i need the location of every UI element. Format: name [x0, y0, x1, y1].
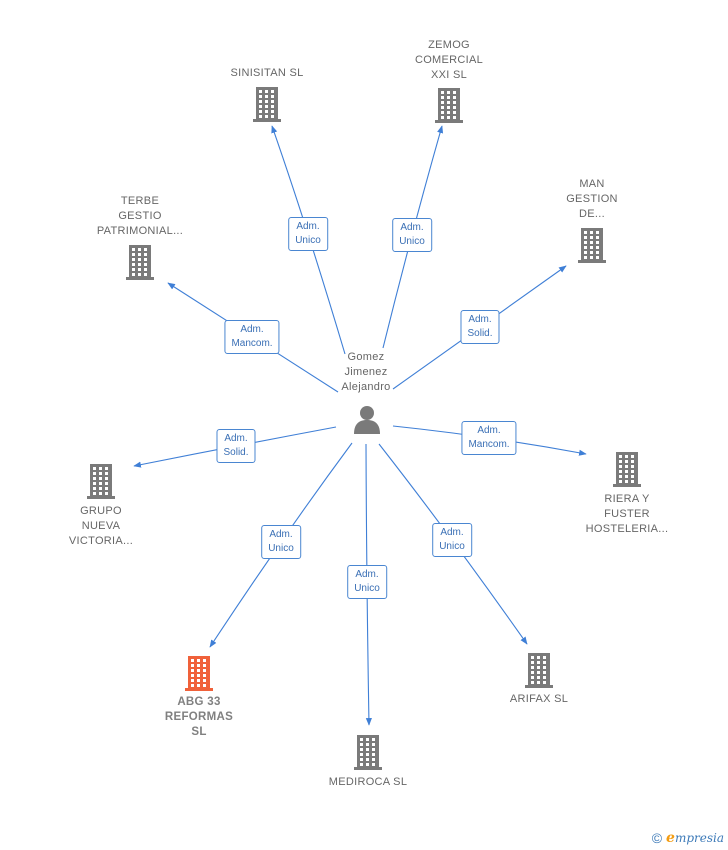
relation-badge-line: Unico [295, 235, 321, 246]
relation-badge-mediroca[interactable]: Adm. Unico [347, 565, 387, 599]
company-label-line: PATRIMONIAL... [96, 225, 184, 237]
relation-badge-riera[interactable]: Adm. Mancom. [461, 421, 517, 455]
company-label-zemog[interactable]: ZEMOG COMERCIAL XXI SL [415, 38, 483, 83]
company-label-sinisitan[interactable]: SINISITAN SL [230, 66, 303, 81]
relation-badge-line: Adm. [224, 433, 248, 444]
brand-initial: e [666, 830, 675, 846]
company-label-line: HOSTELERIA... [585, 523, 669, 535]
center-person-name: Gomez Jimenez Alejandro [341, 350, 390, 395]
relation-badge-zemog[interactable]: Adm. Unico [392, 218, 432, 252]
building-icon-man[interactable] [577, 227, 607, 268]
relation-badge-line: Solid. [223, 447, 249, 458]
center-name-line-1: Gomez [347, 351, 385, 363]
brand-logo: empresia [666, 830, 724, 846]
relation-badge-line: Adm. [240, 324, 264, 335]
relation-badge-grupo[interactable]: Adm. Solid. [216, 429, 256, 463]
company-label-grupo[interactable]: GRUPO NUEVA VICTORIA... [69, 504, 133, 549]
company-label-line: COMERCIAL [414, 54, 484, 66]
relation-badge-line: Adm. [468, 314, 492, 325]
building-icon-sinisitan[interactable] [252, 86, 282, 127]
relation-badge-line: Unico [268, 543, 294, 554]
company-label-line: FUSTER [604, 508, 650, 520]
relation-badge-line: Unico [439, 541, 465, 552]
relation-badge-line: Mancom. [468, 439, 510, 450]
building-icon-abg[interactable] [184, 655, 214, 696]
relation-badge-line: Mancom. [231, 338, 273, 349]
center-name-line-2: Jimenez [344, 366, 388, 378]
company-label-line: SINISITAN SL [230, 67, 304, 79]
company-label-line: ZEMOG [428, 39, 470, 51]
relation-badge-man[interactable]: Adm. Solid. [460, 310, 500, 344]
company-label-line: MAN [579, 178, 605, 190]
building-icon-grupo[interactable] [86, 463, 116, 504]
relation-badge-terbe[interactable]: Adm. Mancom. [224, 320, 280, 354]
center-name-line-3: Alejandro [341, 381, 391, 393]
relation-badge-line: Adm. [355, 569, 379, 580]
company-label-line: GESTIO [118, 210, 162, 222]
relation-badge-line: Solid. [467, 328, 493, 339]
relation-badge-line: Unico [354, 583, 380, 594]
company-label-line: ARIFAX SL [509, 693, 569, 705]
brand-name: mpresia [674, 831, 724, 845]
company-label-line: REFORMAS [164, 711, 234, 723]
company-label-line: GESTION [566, 193, 618, 205]
company-label-line: MEDIROCA SL [328, 776, 408, 788]
building-icon-zemog[interactable] [434, 87, 464, 128]
relation-badge-line: Adm. [269, 529, 293, 540]
footer-brand: © empresia [652, 830, 724, 846]
relation-badge-line: Unico [399, 236, 425, 247]
building-icon-arifax[interactable] [524, 652, 554, 693]
company-label-riera[interactable]: RIERA Y FUSTER HOSTELERIA... [586, 492, 669, 537]
building-icon-mediroca[interactable] [353, 734, 383, 775]
company-label-line: RIERA Y [604, 493, 650, 505]
relation-badge-sinisitan[interactable]: Adm. Unico [288, 217, 328, 251]
company-label-mediroca[interactable]: MEDIROCA SL [329, 775, 408, 790]
copyright-symbol: © [651, 830, 663, 846]
company-label-line: VICTORIA... [68, 535, 134, 547]
company-label-line: NUEVA [81, 520, 121, 532]
company-label-line: ABG 33 [177, 696, 221, 708]
company-label-terbe[interactable]: TERBE GESTIO PATRIMONIAL... [97, 194, 183, 239]
company-label-line: GRUPO [80, 505, 122, 517]
company-label-line: DE... [579, 208, 605, 220]
relation-badge-line: Adm. [477, 425, 501, 436]
company-label-line: SL [191, 726, 207, 738]
company-label-arifax[interactable]: ARIFAX SL [510, 692, 568, 707]
relation-badge-arifax[interactable]: Adm. Unico [432, 523, 472, 557]
company-label-abg[interactable]: ABG 33 REFORMAS SL [165, 695, 233, 740]
relation-badge-abg[interactable]: Adm. Unico [261, 525, 301, 559]
relation-badge-line: Adm. [440, 527, 464, 538]
building-icon-riera[interactable] [612, 451, 642, 492]
company-label-line: XXI SL [430, 69, 468, 81]
relation-badge-line: Adm. [296, 221, 320, 232]
company-label-man[interactable]: MAN GESTION DE... [566, 177, 618, 222]
company-label-line: TERBE [120, 195, 160, 207]
person-icon[interactable] [352, 404, 382, 439]
relation-badge-line: Adm. [400, 222, 424, 233]
building-icon-terbe[interactable] [125, 244, 155, 285]
